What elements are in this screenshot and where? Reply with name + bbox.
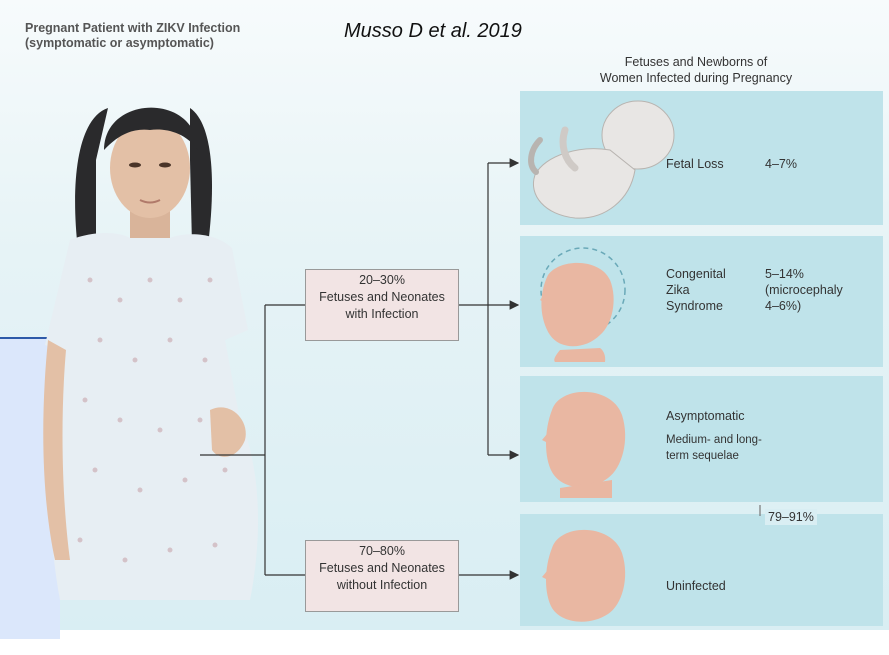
uninfected-line2: without Infection bbox=[306, 577, 458, 594]
asymptomatic-note-line2: term sequelae bbox=[666, 448, 762, 464]
czs-label-line2: Zika bbox=[666, 282, 726, 298]
infected-box: 20–30% Fetuses and Neonates with Infecti… bbox=[305, 269, 459, 341]
asymptomatic-note-line1: Medium- and long- bbox=[666, 432, 762, 448]
uninfected-percent: 70–80% bbox=[306, 543, 458, 560]
uninfected-line1: Fetuses and Neonates bbox=[306, 560, 458, 577]
uninfected-box: 70–80% Fetuses and Neonates without Infe… bbox=[305, 540, 459, 612]
infected-line2: with Infection bbox=[306, 306, 458, 323]
infected-percent: 20–30% bbox=[306, 272, 458, 289]
combined-value: 79–91% bbox=[765, 509, 817, 525]
fetal-loss-value: 4–7% bbox=[765, 156, 797, 172]
czs-label: Congenital Zika Syndrome bbox=[666, 266, 726, 314]
czs-value: 5–14% (microcephaly 4–6%) bbox=[765, 266, 843, 314]
uninfected-label: Uninfected bbox=[666, 578, 726, 594]
czs-value-line3: 4–6%) bbox=[765, 298, 843, 314]
asymptomatic-note: Medium- and long- term sequelae bbox=[666, 432, 762, 464]
fetal-loss-label: Fetal Loss bbox=[666, 156, 724, 172]
czs-value-line1: 5–14% bbox=[765, 266, 843, 282]
infected-line1: Fetuses and Neonates bbox=[306, 289, 458, 306]
czs-label-line1: Congenital bbox=[666, 266, 726, 282]
czs-label-line3: Syndrome bbox=[666, 298, 726, 314]
asymptomatic-label: Asymptomatic bbox=[666, 408, 745, 424]
czs-value-line2: (microcephaly bbox=[765, 282, 843, 298]
